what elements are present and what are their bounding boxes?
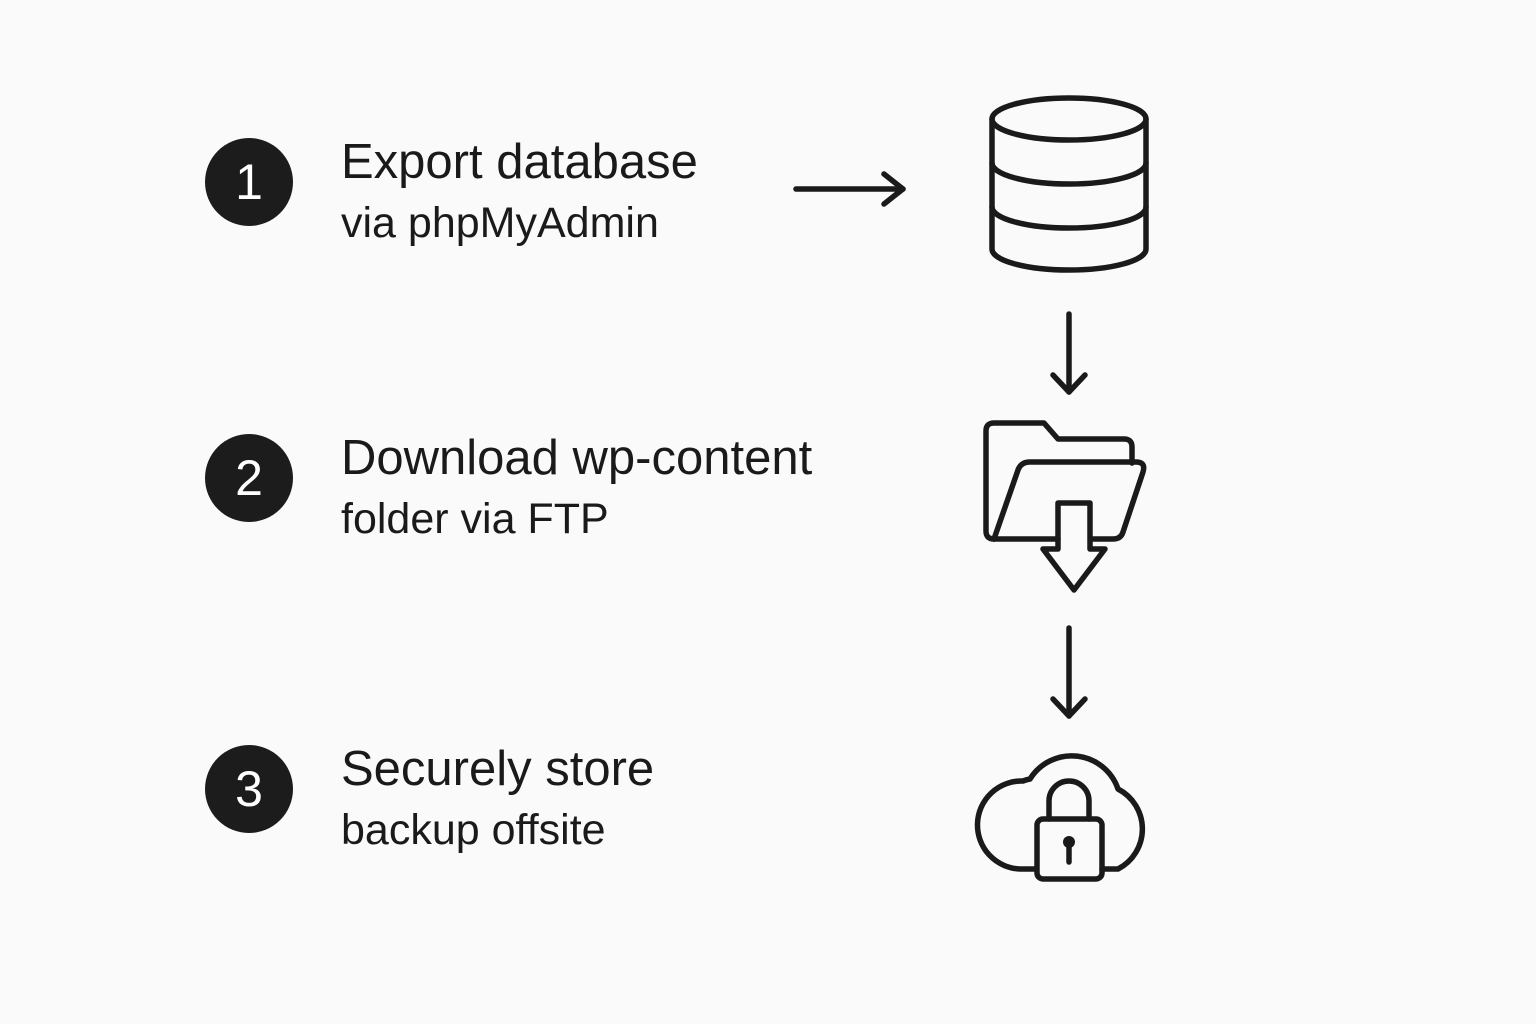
- step-number-badge: 3: [205, 745, 293, 833]
- step-title: Download wp-content: [341, 431, 813, 485]
- arrow-down-icon: [1050, 625, 1088, 719]
- step-title: Securely store: [341, 742, 655, 796]
- step-subtitle: backup offsite: [341, 806, 606, 854]
- step-1: 1 Export database via phpMyAdmin: [205, 135, 965, 268]
- step-3: 3 Securely store backup offsite: [205, 742, 965, 875]
- step-title: Export database: [341, 135, 698, 189]
- step-subtitle: via phpMyAdmin: [341, 199, 659, 247]
- step-subtitle: folder via FTP: [341, 495, 609, 543]
- step-number-badge: 1: [205, 138, 293, 226]
- arrow-right-icon: [793, 171, 906, 207]
- database-icon: [989, 95, 1149, 273]
- step-2: 2 Download wp-content folder via FTP: [205, 431, 965, 564]
- arrow-down-icon: [1050, 311, 1088, 395]
- cloud-lock-icon: [974, 753, 1146, 882]
- step-number-badge: 2: [205, 434, 293, 522]
- folder-download-icon: [983, 420, 1147, 593]
